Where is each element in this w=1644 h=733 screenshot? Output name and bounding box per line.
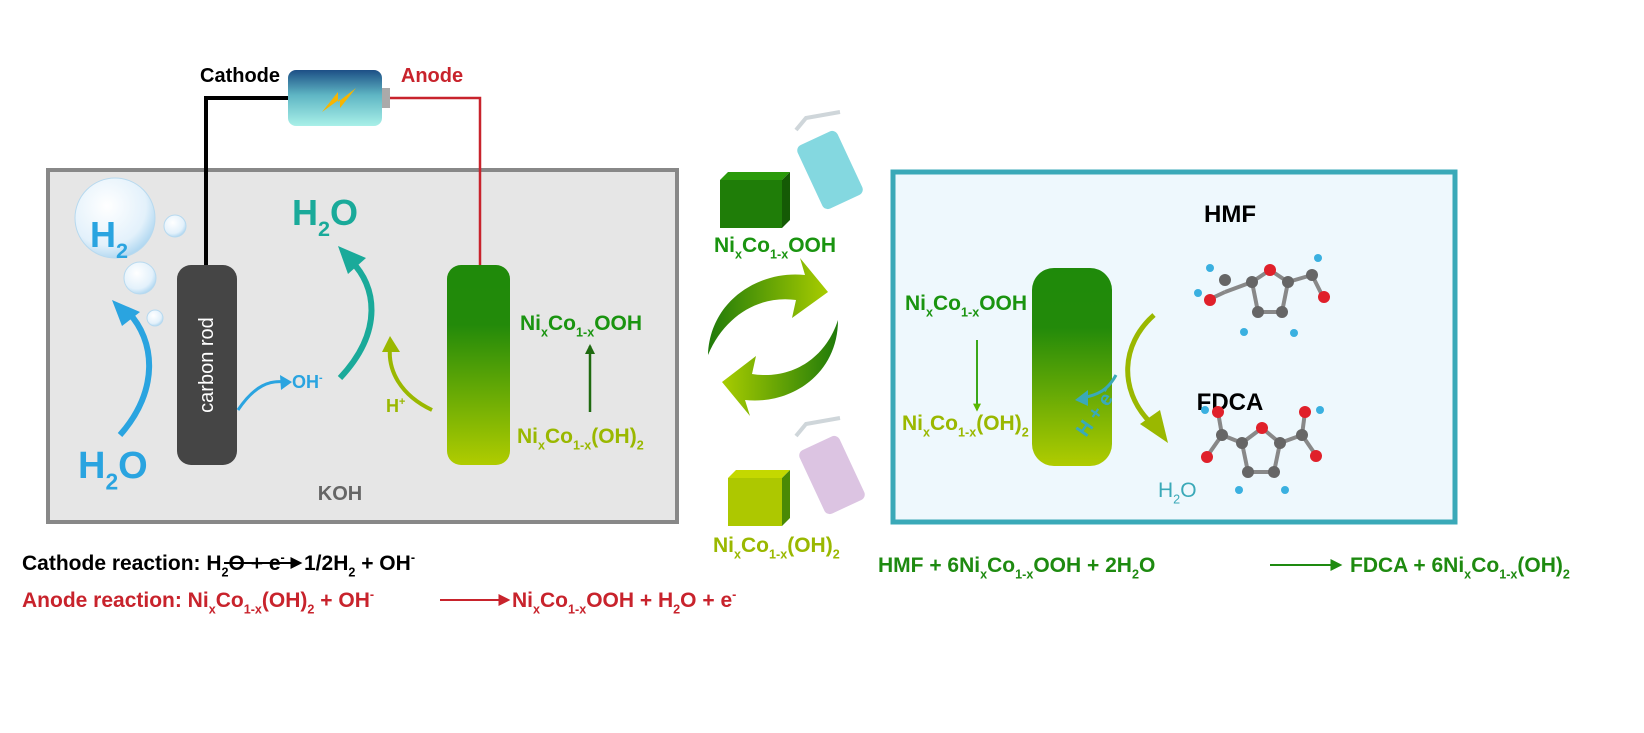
proton-arrowhead <box>382 336 400 352</box>
h2o-to-h2-arrow <box>117 309 153 437</box>
hmf-equation-lhs: HMF + 6Nix​Co1-x​OOH + 2H2​O <box>878 554 1155 581</box>
right-water-label: H2​O <box>1158 479 1197 506</box>
green-material-cube <box>720 172 790 228</box>
anode-equation-rhs: Nix​Co1-x​OOH + H2​O + e-​ <box>512 588 736 617</box>
cathode-equation-rhs: 1/2H2​ + OH-​ <box>304 551 415 580</box>
h2-label: H2​ <box>90 214 128 263</box>
cycle-arrow-bottom <box>722 320 838 416</box>
yellow-green-material-cube <box>728 470 790 526</box>
cyan-wash-bottle-icon <box>794 110 863 210</box>
hmf-molecule <box>1194 254 1330 337</box>
cycle-arrow-top <box>708 258 828 355</box>
anode-label: Anode <box>401 65 463 87</box>
fdca-molecule <box>1201 406 1324 494</box>
hydroxide-to-water-arrowhead <box>338 246 366 274</box>
middle-oxidized-label: Nix​Co1-x​OOH <box>714 234 836 261</box>
electron-transfer-arrowhead <box>1075 390 1088 406</box>
hmf-to-fdca-arrow <box>1125 313 1156 422</box>
hydroxide-arrowhead <box>280 375 292 390</box>
anode-wire <box>382 96 482 268</box>
anode-equation-lhs: Anode reaction: Nix​Co1-x​(OH)2​ + OH-​ <box>22 588 374 617</box>
hydroxide-to-water-arrow <box>337 259 375 381</box>
proton-arrow <box>387 347 433 412</box>
right-oxidation-cell <box>890 169 1458 525</box>
proton-label: H+​ <box>386 396 405 416</box>
middle-reduced-label: Nix​Co1-x​(OH)2​ <box>713 534 840 561</box>
right-nico-electrode <box>1032 268 1112 466</box>
carbon-rod <box>177 265 237 465</box>
hydroxide-label: OH-​ <box>292 372 323 392</box>
hmf-equation-rhs: FDCA + 6Nix​Co1-x​(OH)2​ <box>1350 554 1570 581</box>
right-oxidized-label: Nix​Co1-x​OOH <box>905 292 1027 319</box>
carbon-rod-label: carbon rod <box>196 317 218 413</box>
water-product-label: H2​O <box>292 192 358 241</box>
cathode-wire <box>204 96 290 270</box>
hmf-to-fdca-arrowhead <box>1140 410 1168 443</box>
battery-icon <box>288 70 390 126</box>
right-reduced-label: Nix​Co1-x​(OH)2​ <box>902 412 1029 439</box>
hydrogen-bubbles <box>74 177 187 327</box>
h2o-to-h2-arrowhead <box>112 300 140 326</box>
electrolyte-label: KOH <box>318 483 362 505</box>
left-oxidized-label: Nix​Co1-x​OOH <box>520 312 642 339</box>
cathode-label: Cathode <box>200 65 280 87</box>
h2o-reactant-label: H2​O <box>78 445 148 494</box>
purple-wash-bottle-icon <box>794 416 865 515</box>
hmf-label: HMF <box>1204 201 1256 228</box>
left-reduced-label: Nix​Co1-x​(OH)2​ <box>517 425 644 452</box>
cathode-equation-lhs: Cathode reaction: H2​O + e-​ <box>22 551 285 580</box>
left-nico-electrode <box>447 265 510 465</box>
